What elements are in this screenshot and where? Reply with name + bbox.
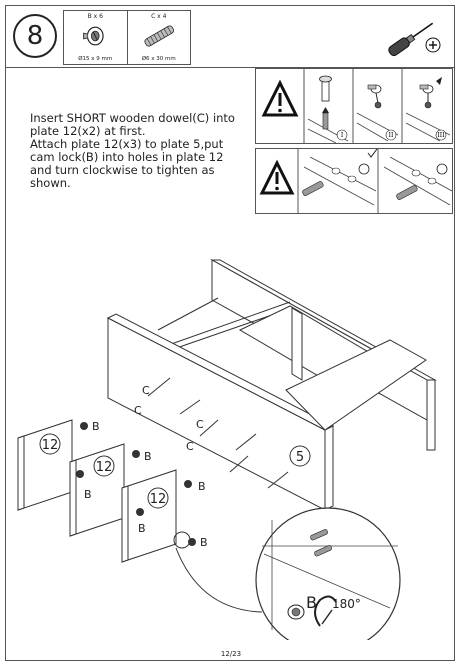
warning-triangle-icon [259,159,295,195]
warning-panel-illustration: I II III [261,69,451,144]
rotation-label: 180° [332,597,361,611]
parts-table: B x 6 Ø15 x 9 mm C x 4 [63,10,191,65]
cam-label: B [84,488,92,501]
plate-12-label: 12 [150,492,167,507]
detail-zoom [255,507,401,640]
warning-orientation-illustration [259,148,453,213]
cam-label: B [198,480,206,493]
step-header: 8 B x 6 Ø15 x 9 mm C x 4 [5,5,455,68]
part-dimension: Ø6 x 30 mm [141,56,176,62]
wooden-dowel-icon [143,25,174,47]
warning-panel-dowel-orientation [255,148,453,214]
warning-triangle-icon [261,79,299,117]
cam-label: B [92,420,100,433]
cam-label: B [200,536,208,549]
check-icon [367,148,378,158]
page-frame [5,5,455,661]
dowel-label: C [134,404,142,417]
screwdriver-icon [388,22,441,57]
cam-label: B [144,450,152,463]
instruction-text: Insert SHORT wooden dowel(C) into plate … [30,111,235,190]
dowel-label: C [186,440,194,453]
plate-5-label: 5 [296,450,304,465]
cam-lock-icon [83,26,104,46]
dowel-label: C [196,418,204,431]
cam-label-zoom: B [306,593,317,612]
assembly-illustration: 12 12 12 5 C C C C B B B B B B B 180° [17,259,437,640]
part-cam-lock: B x 6 Ø15 x 9 mm [64,11,128,64]
step-number: 8 [13,14,57,58]
warning-panel-dowel-steps: I II III [255,68,453,144]
part-dimension: Ø15 x 9 mm [78,56,113,62]
plate-12-label: 12 [42,438,59,453]
page-number: 12/23 [220,650,242,658]
dowel-label: C [142,384,150,397]
part-quantity: C x 4 [151,13,167,20]
step-roman-2: II [389,132,394,139]
part-quantity: B x 6 [87,13,103,20]
step-roman-3: III [437,132,445,139]
plate-12-label: 12 [96,460,113,475]
cam-label: B [138,522,146,535]
step-roman-1: I [341,132,344,139]
part-wooden-dowel: C x 4 Ø6 x 30 mm [128,11,191,64]
